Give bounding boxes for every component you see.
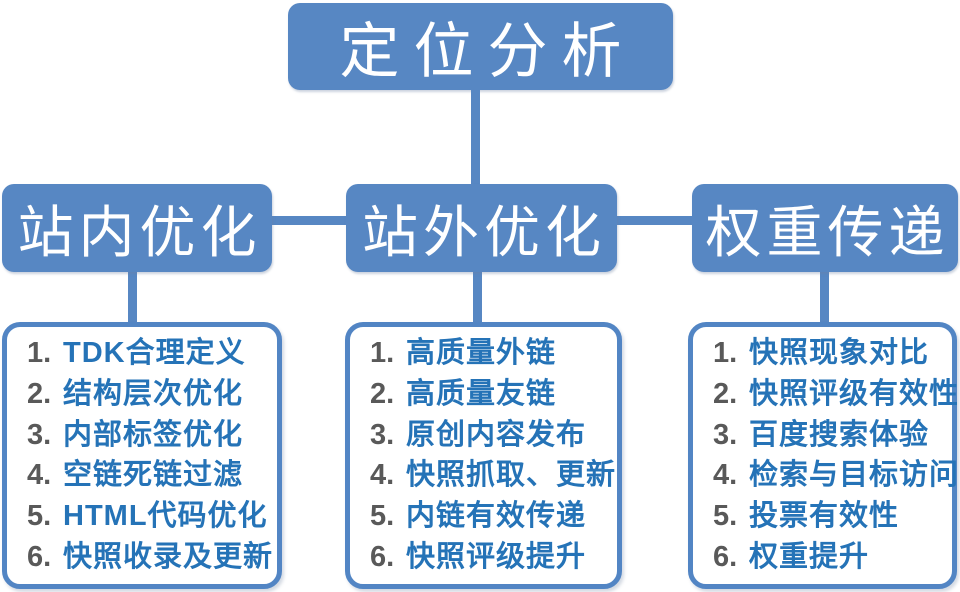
item-number: 3. (713, 418, 738, 451)
list-item: 2. 结构层次优化 (27, 377, 277, 410)
list-item: 3. 内部标签优化 (27, 418, 277, 451)
list-item: 2. 高质量友链 (370, 377, 617, 410)
list-item: 1. 快照现象对比 (713, 336, 952, 369)
list-item: 1. 高质量外链 (370, 336, 617, 369)
panel-weight: 1. 快照现象对比 2. 快照评级有效性 3. 百度搜索体验 4. 检索与目标访… (688, 322, 958, 589)
item-text: 内链有效传递 (406, 500, 587, 533)
item-text: HTML代码优化 (63, 500, 268, 533)
branch-node-offsite-label: 站外优化 (362, 200, 606, 264)
item-number: 5. (27, 500, 52, 533)
connector-onsite-vertical (128, 271, 137, 323)
connector-left-horizontal (271, 216, 347, 225)
list-item: 1. TDK合理定义 (27, 336, 277, 369)
item-text: 权重提升 (749, 541, 870, 574)
item-number: 5. (713, 500, 738, 533)
list-item: 4. 快照抓取、更新 (370, 461, 617, 490)
item-number: 1. (370, 336, 395, 369)
item-number: 4. (370, 459, 395, 492)
connector-root-vertical (471, 89, 480, 185)
item-text: 高质量友链 (406, 377, 557, 410)
branch-node-offsite: 站外优化 (346, 184, 617, 272)
item-number: 4. (27, 459, 52, 492)
list-item: 6. 快照评级提升 (370, 543, 617, 572)
list-item: 3. 百度搜索体验 (713, 418, 952, 451)
item-number: 6. (370, 541, 395, 574)
list-item: 6. 权重提升 (713, 543, 952, 572)
item-number: 1. (713, 336, 738, 369)
item-number: 3. (370, 418, 395, 451)
branch-node-weight: 权重传递 (692, 184, 958, 272)
item-text: 空链死链过滤 (63, 459, 244, 492)
list-item: 5. 投票有效性 (713, 502, 952, 531)
item-text: 高质量外链 (406, 336, 557, 369)
item-text: 快照评级提升 (406, 541, 587, 574)
item-number: 6. (713, 541, 738, 574)
list-item: 4. 空链死链过滤 (27, 461, 277, 490)
item-number: 2. (370, 377, 395, 410)
list-item: 3. 原创内容发布 (370, 418, 617, 451)
item-text: 投票有效性 (749, 500, 900, 533)
root-node: 定位分析 (288, 3, 673, 90)
panel-onsite-list: 1. TDK合理定义 2. 结构层次优化 3. 内部标签优化 4. 空链死链过滤… (7, 327, 277, 584)
panel-weight-list: 1. 快照现象对比 2. 快照评级有效性 3. 百度搜索体验 4. 检索与目标访… (693, 327, 958, 584)
item-number: 2. (713, 377, 738, 410)
item-text: 原创内容发布 (406, 418, 587, 451)
item-text: 内部标签优化 (63, 418, 244, 451)
item-number: 3. (27, 418, 52, 451)
item-text: TDK合理定义 (63, 336, 246, 369)
branch-node-weight-label: 权重传递 (705, 200, 950, 264)
item-number: 6. (27, 541, 52, 574)
branch-node-onsite-label: 站内优化 (17, 200, 262, 264)
connector-offsite-vertical (473, 271, 482, 323)
list-item: 2. 快照评级有效性 (713, 377, 958, 410)
item-text: 检索与目标访问 (749, 459, 960, 492)
item-number: 4. (713, 459, 738, 492)
panel-onsite: 1. TDK合理定义 2. 结构层次优化 3. 内部标签优化 4. 空链死链过滤… (2, 322, 282, 589)
list-item: 5. 内链有效传递 (370, 502, 617, 531)
item-text: 快照抓取、更新 (406, 459, 617, 492)
root-node-label: 定位分析 (339, 18, 636, 85)
item-text: 结构层次优化 (63, 377, 244, 410)
item-number: 5. (370, 500, 395, 533)
item-number: 2. (27, 377, 52, 410)
connector-weight-vertical (820, 271, 829, 323)
panel-offsite-list: 1. 高质量外链 2. 高质量友链 3. 原创内容发布 4. 快照抓取、更新 5… (350, 327, 617, 584)
list-item: 5. HTML代码优化 (27, 502, 277, 531)
branch-node-onsite: 站内优化 (2, 184, 272, 272)
connector-right-horizontal (616, 216, 693, 225)
list-item: 6. 快照收录及更新 (27, 543, 277, 572)
item-text: 百度搜索体验 (749, 418, 930, 451)
item-text: 快照评级有效性 (749, 377, 960, 410)
panel-offsite: 1. 高质量外链 2. 高质量友链 3. 原创内容发布 4. 快照抓取、更新 5… (345, 322, 622, 589)
item-text: 快照现象对比 (749, 336, 930, 369)
item-number: 1. (27, 336, 52, 369)
item-text: 快照收录及更新 (63, 541, 274, 574)
list-item: 4. 检索与目标访问 (713, 459, 958, 492)
